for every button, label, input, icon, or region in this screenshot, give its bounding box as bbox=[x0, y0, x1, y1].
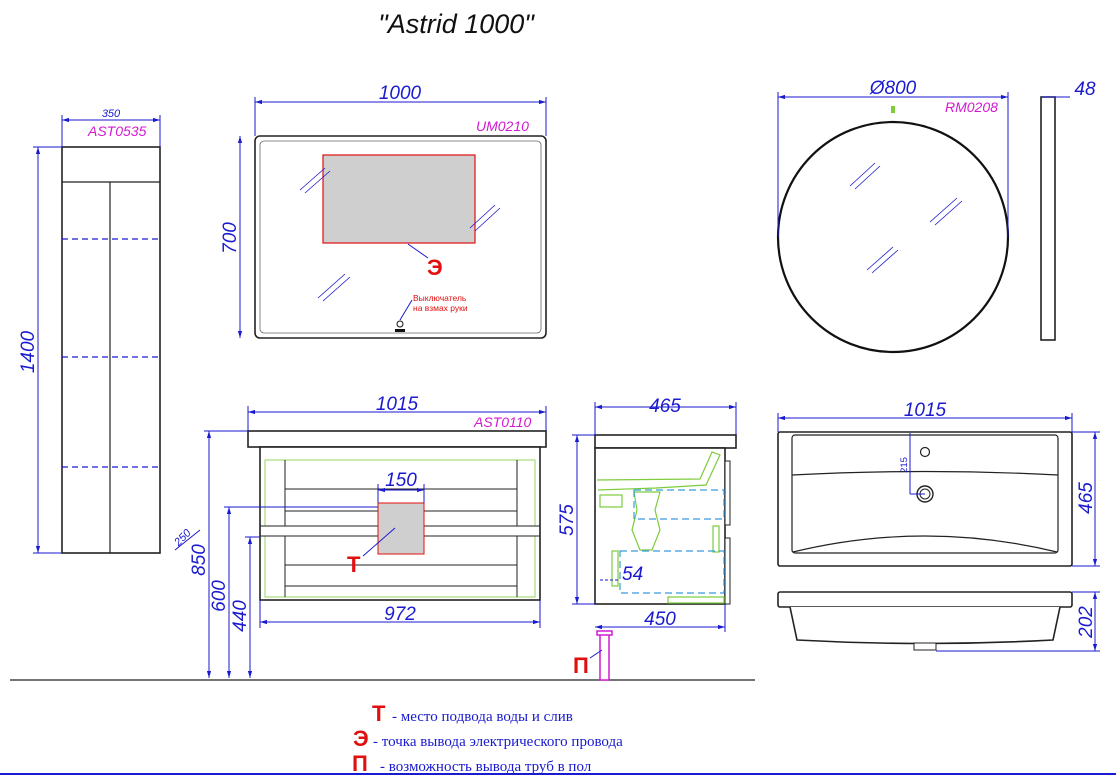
height-440: 440 bbox=[230, 600, 251, 632]
switch-note-line2: на взмах руки bbox=[413, 303, 468, 313]
mirror-model: UM0210 bbox=[476, 118, 529, 134]
vanity-inner-width: 972 bbox=[384, 604, 416, 625]
side-height: 575 bbox=[557, 504, 578, 536]
legend-marker-electric: Э bbox=[353, 726, 369, 751]
legend-marker-pipe: П bbox=[352, 751, 368, 776]
sink-width: 1015 bbox=[904, 400, 947, 421]
side-offset: 54 bbox=[622, 564, 643, 585]
tall-cabinet-height: 1400 bbox=[18, 330, 39, 373]
height-600: 600 bbox=[209, 580, 230, 612]
pipe-marker: П bbox=[573, 653, 589, 678]
height-850: 850 bbox=[189, 544, 210, 576]
sink-depth: 465 bbox=[1076, 482, 1097, 514]
tall-cabinet-width: 350 bbox=[102, 108, 121, 120]
mirror-round: Ø800 RM0208 48 bbox=[776, 78, 1096, 354]
vanity-front: 150 Т 1015 AST0110 972 850 600 440 250 bbox=[171, 394, 547, 678]
mirror-width: 1000 bbox=[379, 83, 422, 104]
legend-text-pipe: - возможность вывода труб в пол bbox=[380, 759, 592, 775]
sink-height: 202 bbox=[1076, 606, 1097, 639]
round-mirror-diameter: Ø800 bbox=[869, 78, 917, 99]
mirror-height: 700 bbox=[220, 222, 241, 254]
tall-cabinet-model: AST0535 bbox=[87, 123, 147, 139]
switch-note-line1: Выключатель bbox=[413, 293, 467, 303]
legend-text-water: - место подвода воды и слив bbox=[392, 709, 573, 725]
water-marker: Т bbox=[347, 552, 361, 577]
vanity-width: 1015 bbox=[376, 394, 419, 415]
round-mirror-depth: 48 bbox=[1074, 79, 1096, 100]
sink-top-view: 215 1015 465 bbox=[777, 400, 1100, 567]
tap-offset: 215 bbox=[899, 457, 910, 473]
sink-side-view: 202 bbox=[777, 591, 1100, 652]
side-depth: 465 bbox=[649, 396, 681, 417]
square-size: 150 bbox=[385, 470, 417, 491]
electric-marker: Э bbox=[427, 255, 443, 280]
round-mirror-model: RM0208 bbox=[945, 99, 998, 115]
tall-cabinet: 350 AST0535 1400 bbox=[18, 108, 161, 554]
legend: Т - место подвода воды и слив Э - точка … bbox=[352, 701, 623, 776]
legend-marker-water: Т bbox=[372, 701, 386, 726]
vanity-model: AST0110 bbox=[473, 414, 532, 430]
side-inner-depth: 450 bbox=[644, 609, 676, 630]
mirror-rectangular: 1000 700 UM0210 Э Выключатель на взмах р… bbox=[220, 83, 547, 339]
legend-text-electric: - точка вывода электрического провода bbox=[373, 734, 623, 750]
vanity-side: 54 465 575 450 П bbox=[557, 396, 737, 681]
drawing-title: "Astrid 1000" bbox=[378, 9, 535, 39]
